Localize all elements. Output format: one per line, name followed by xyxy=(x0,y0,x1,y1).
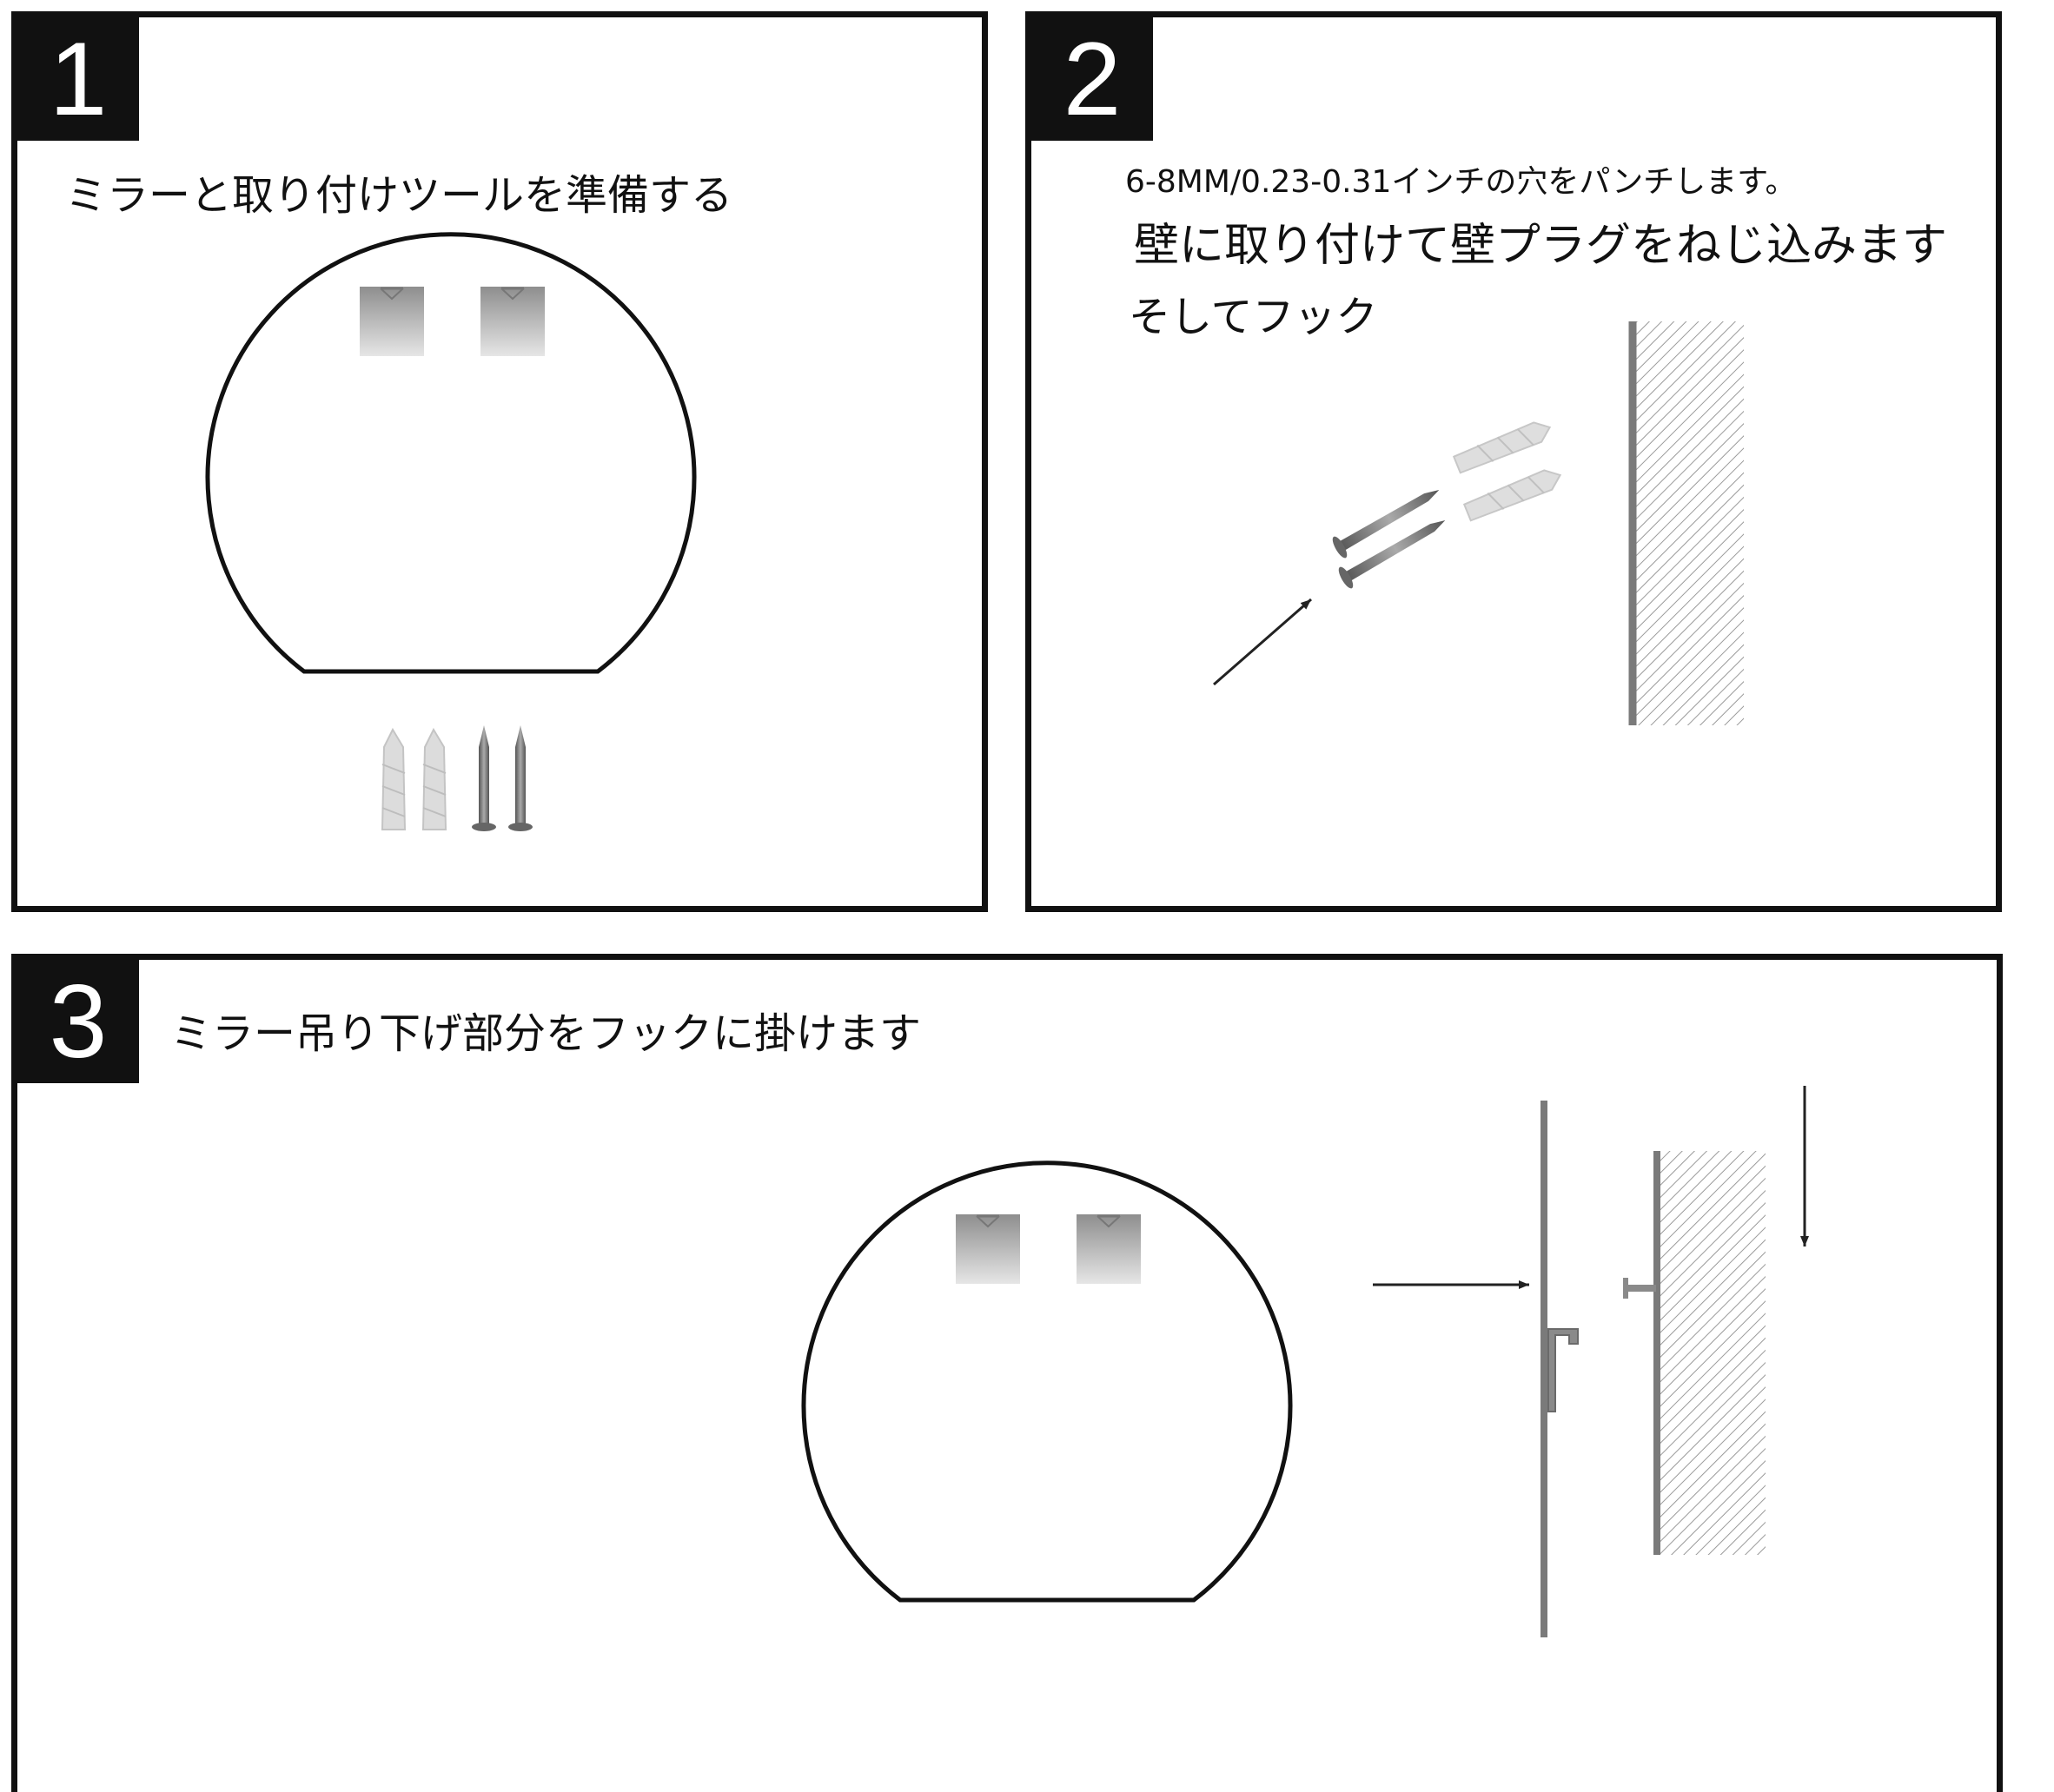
step-1-panel: 1 ミラーと取り付けツールを準備する xyxy=(11,11,988,912)
step-2-illustration xyxy=(1213,321,1744,725)
hanging-bracket-icon xyxy=(1540,1101,1579,1637)
hanging-bracket-icon xyxy=(956,1214,1020,1284)
step-3-panel: 3 ミラー吊り下げ部分をフックに掛けます xyxy=(11,954,2003,1792)
step-instruction: ミラー吊り下げ部分をフックに掛けます xyxy=(170,1009,922,1058)
screw-icon xyxy=(1338,520,1446,589)
wall-section-icon xyxy=(1628,321,1744,725)
wall-plug-icon xyxy=(1452,421,1552,474)
screw-icon xyxy=(472,725,496,831)
hanging-bracket-icon xyxy=(480,287,545,356)
wall-plug-icon xyxy=(381,727,407,830)
step-3-illustration xyxy=(801,1086,1809,1637)
arch-mirror-icon xyxy=(801,1161,1293,1603)
step-number: 1 xyxy=(49,21,108,137)
screw-icon xyxy=(508,725,533,831)
hanging-bracket-icon xyxy=(1077,1214,1141,1284)
arch-mirror-icon xyxy=(205,232,697,674)
wall-section-icon xyxy=(1653,1151,1766,1555)
step-2-panel: 2 6-8MM/0.23-0.31インチの穴をパンチします。 壁に取り付けて壁プ… xyxy=(1025,11,2002,912)
step-number-badge: 1 xyxy=(17,17,139,141)
wall-plug-icon xyxy=(421,727,447,830)
step-number-badge: 3 xyxy=(17,960,139,1083)
hook-icon xyxy=(1623,1278,1656,1299)
wall-plug-icon xyxy=(1462,469,1562,522)
hanging-bracket-icon xyxy=(360,287,424,356)
step-instruction-line-1: 6-8MM/0.23-0.31インチの穴をパンチします。 xyxy=(1125,164,1797,200)
step-instruction-line-3: そしてフック xyxy=(1129,293,1378,341)
screw-icon xyxy=(1332,490,1440,559)
step-number: 3 xyxy=(49,963,108,1080)
arrow-icon xyxy=(1213,598,1312,686)
step-number: 2 xyxy=(1063,21,1122,137)
step-1-illustration xyxy=(205,232,697,831)
step-instruction-line-2: 壁に取り付けて壁プラグをねじ込みます xyxy=(1134,220,1948,272)
step-instruction: ミラーと取り付けツールを準備する xyxy=(65,171,733,220)
step-number-badge: 2 xyxy=(1031,17,1153,141)
